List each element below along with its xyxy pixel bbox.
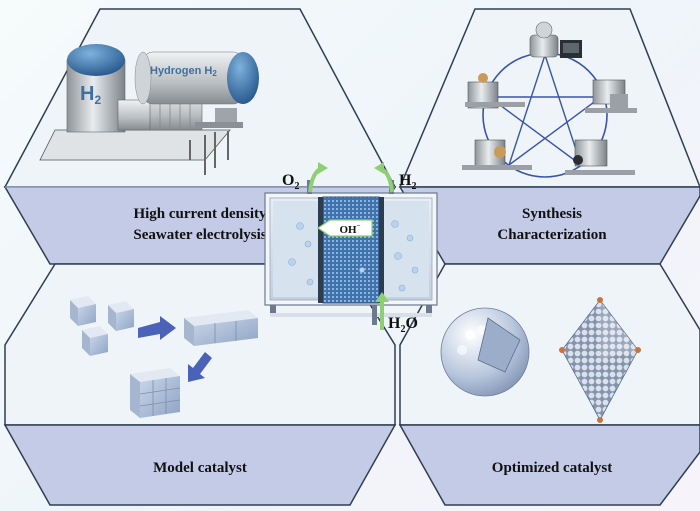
synthesis-apparatus-illustration — [462, 21, 637, 178]
ion-sup: − — [357, 222, 361, 230]
label-high-current-density: High current density — [133, 206, 267, 222]
cube-assembly-illustration — [70, 296, 258, 418]
svg-text:H2: H2 — [80, 83, 101, 107]
hydrogen-tank-illustration: H2 Hydrogen H2 — [39, 44, 259, 175]
arrow-down-left-icon — [188, 352, 212, 382]
ion-main: OH — [339, 224, 357, 236]
label-o2: O2 — [282, 172, 299, 192]
label-h2: H2 — [399, 172, 416, 192]
cylinder-sub: 2 — [212, 69, 217, 78]
label-h2o: H2O — [388, 315, 418, 335]
panel-bottom-right — [399, 263, 700, 426]
electrolysis-cell: OH− O2 H2 H2O — [264, 162, 438, 335]
label-seawater-electrolysis: Seawater electrolysis — [133, 227, 266, 243]
label-optimized-catalyst: Optimized catalyst — [492, 460, 612, 476]
panel-bottom-left-label-band: Model catalyst — [3, 424, 397, 506]
arrow-right-icon — [138, 316, 176, 340]
panel-top-left: H2 Hydrogen H2 — [3, 8, 397, 188]
panel-bottom-right-label-band: Optimized catalyst — [398, 424, 700, 506]
tank-badge-main: H — [80, 83, 94, 105]
label-model-catalyst: Model catalyst — [153, 460, 247, 476]
label-characterization: Characterization — [497, 227, 607, 243]
cylinder-text: Hydrogen H — [150, 65, 212, 77]
panel-top-right — [398, 8, 700, 188]
nanoparticle-illustration — [440, 297, 641, 423]
svg-text:OH−: OH− — [339, 222, 360, 236]
bubbles — [288, 219, 419, 292]
svg-text:Hydrogen H2: Hydrogen H2 — [150, 65, 217, 78]
hydroxide-ion-arrow: OH− — [316, 219, 373, 237]
panel-top-right-label-band: Synthesis Characterization — [398, 186, 700, 265]
membrane — [322, 196, 380, 304]
tank-badge-sub: 2 — [94, 93, 101, 107]
label-synthesis: Synthesis — [522, 206, 582, 222]
